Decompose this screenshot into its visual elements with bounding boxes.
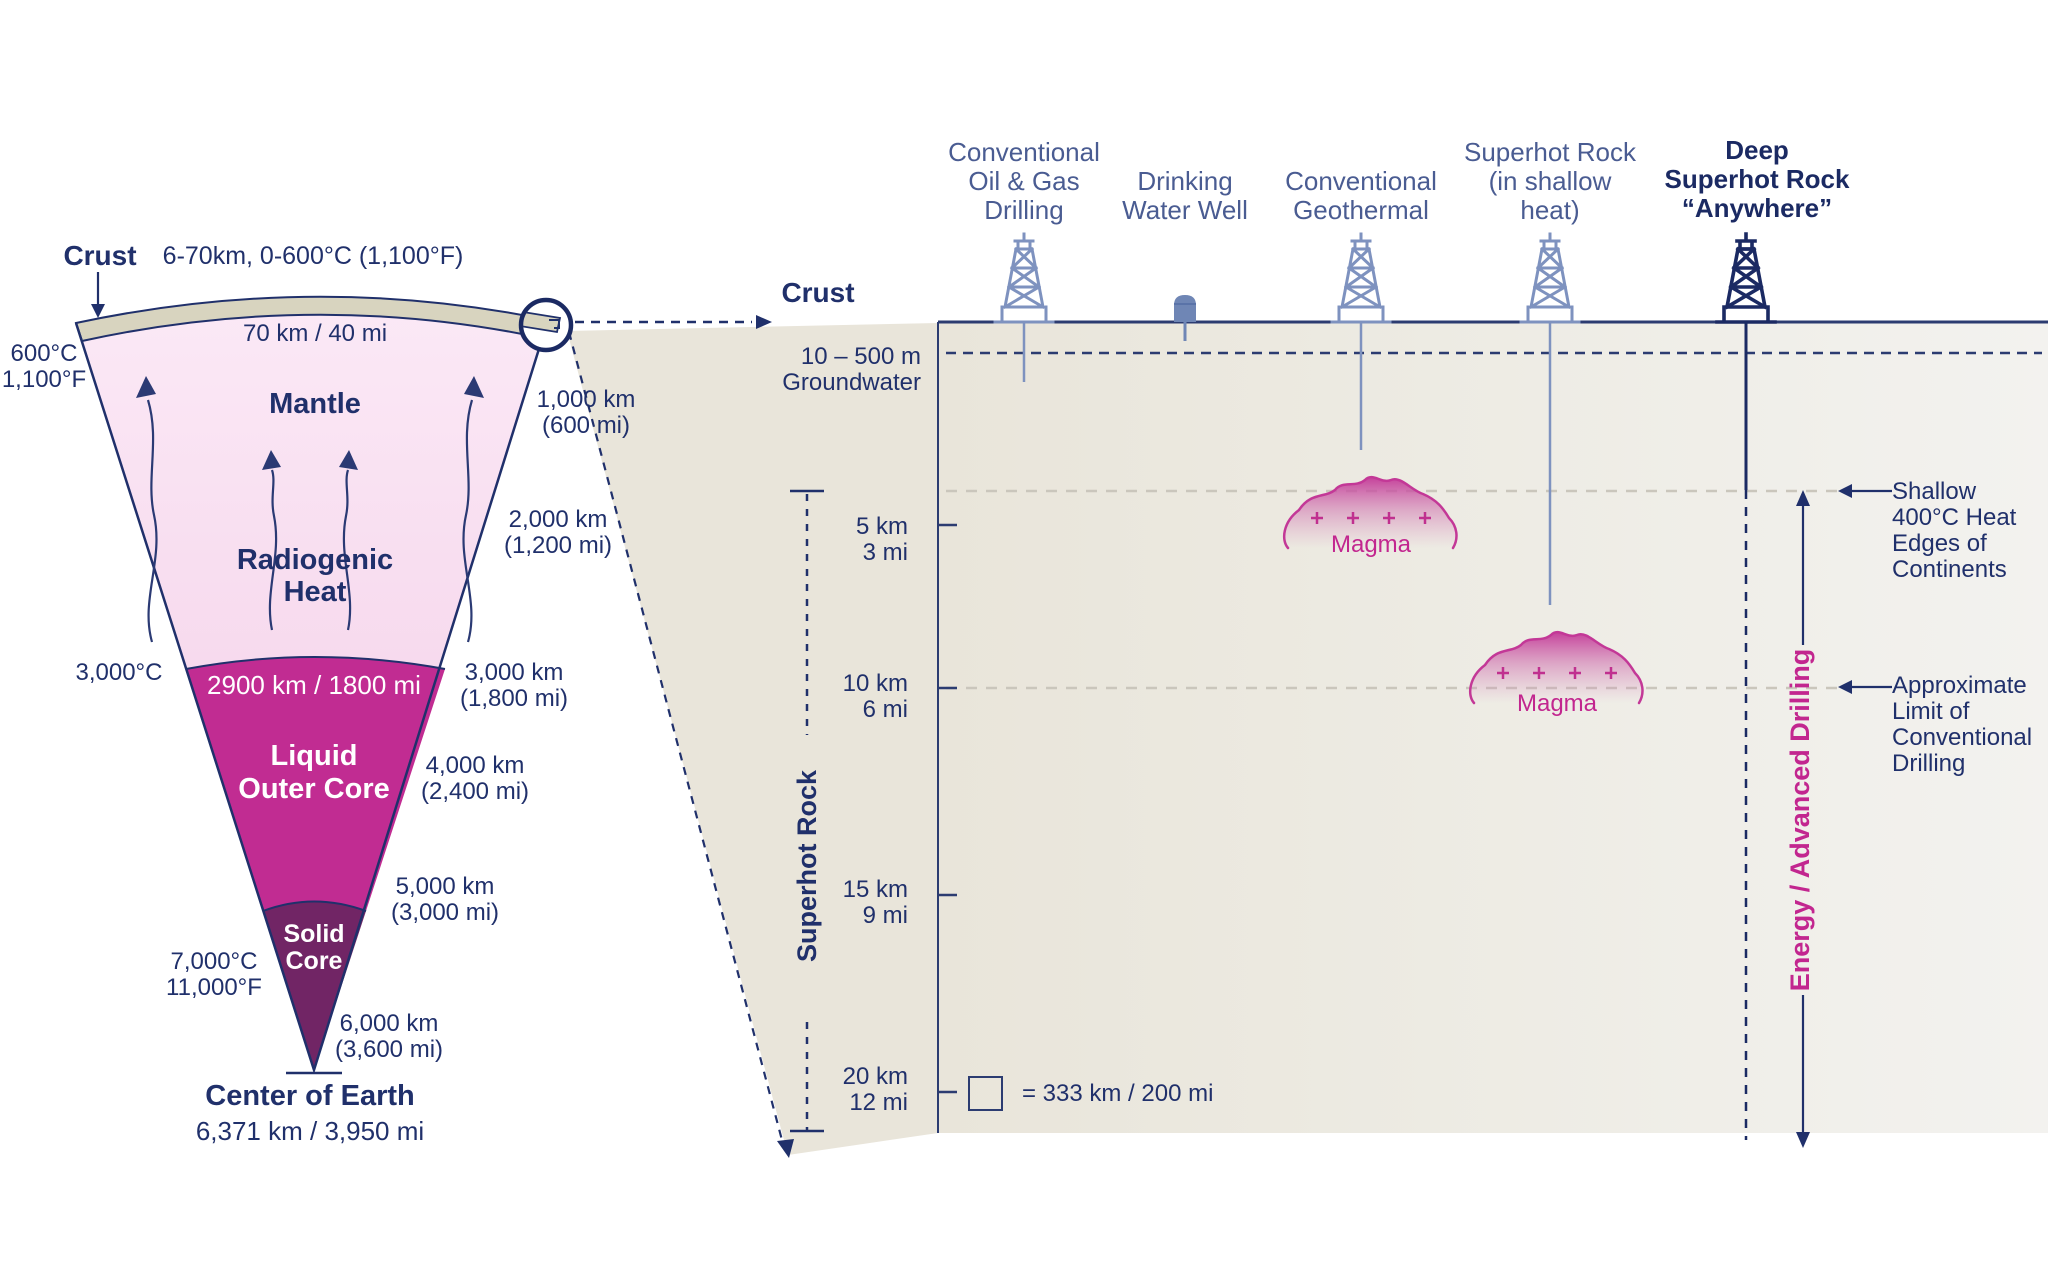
column-header-water-well: Drinking Water Well <box>1122 166 1248 225</box>
temp-600c-label: 600°C 1,100°F <box>1 340 87 393</box>
legend-scale-square <box>968 1076 1003 1111</box>
wedge-depth-6000: 6,000 km (3,600 mi) <box>334 1010 444 1063</box>
temp-3000c-label: 3,000°C <box>75 659 163 686</box>
column-header-geothermal: Conventional Geothermal <box>1285 166 1437 225</box>
zoom-guides <box>567 315 794 1158</box>
superhot-rock-bracket <box>790 489 824 1133</box>
annotation-shallow-heat: Shallow 400°C Heat Edges of Continents <box>1892 478 2017 583</box>
column-header-superhot-shallow: Superhot Rock (in shallow heat) <box>1464 137 1636 225</box>
radiogenic-heat-label: Radiogenic Heat <box>236 544 394 608</box>
annotation-arrows <box>1838 484 1892 694</box>
magma-label-deep: Magma <box>1516 690 1598 717</box>
mantle-boundary-label: 2900 km / 1800 mi <box>207 670 421 700</box>
depth-label-5km: 5 km 3 mi <box>855 513 908 566</box>
water-well-icon <box>1174 295 1196 322</box>
panel-crust-label: Crust <box>781 277 855 308</box>
wedge-depth-5000: 5,000 km (3,000 mi) <box>390 873 500 926</box>
annotation-drilling-limit: Approximate Limit of Conventional Drilli… <box>1892 672 2033 777</box>
wedge-depth-4000: 4,000 km (2,400 mi) <box>420 752 530 805</box>
depth-label-10km: 10 km 6 mi <box>842 670 908 723</box>
wedge-depth-3000: 3,000 km (1,800 mi) <box>459 659 569 712</box>
wedge-depth-1000: 1,000 km (600 mi) <box>536 386 636 439</box>
depth-label-15km: 15 km 9 mi <box>842 876 908 929</box>
zoom-circle-icon <box>518 297 574 353</box>
magma-label-shallow: Magma <box>1330 531 1412 558</box>
column-header-oil-gas: Conventional Oil & Gas Drilling <box>948 137 1100 225</box>
groundwater-label: 10 – 500 m Groundwater <box>782 343 921 396</box>
depth-label-20km: 20 km 12 mi <box>842 1063 908 1116</box>
liquid-outer-core-label: Liquid Outer Core <box>238 740 390 805</box>
temp-7000c-label: 7,000°C 11,000°F <box>166 948 262 1001</box>
energy-advanced-drilling-label: Energy / Advanced Drilling <box>1785 648 1815 992</box>
wedge-crust-annotation: 6-70km, 0-600°C (1,100°F) <box>162 242 464 270</box>
wedge-crust-label: Crust <box>63 240 137 271</box>
earth-radius-label: 6,371 km / 3,950 mi <box>195 1116 425 1146</box>
crust-pointer-arrow <box>91 272 105 318</box>
radiogenic-heat-arrows <box>136 376 484 643</box>
solid-core-label: Solid Core <box>283 920 345 975</box>
center-of-earth-label: Center of Earth <box>205 1080 415 1112</box>
superhot-derrick-icon <box>1519 232 1581 324</box>
ground-cross-section <box>567 320 2048 1155</box>
legend-scale-label: = 333 km / 200 mi <box>1022 1080 1214 1107</box>
oil-gas-derrick-icon <box>993 232 1055 324</box>
column-header-deep-superhot: Deep Superhot Rock “Anywhere” <box>1664 135 1850 223</box>
wedge-depth-2000: 2,000 km (1,200 mi) <box>503 506 613 559</box>
wedge-crust-thickness: 70 km / 40 mi <box>242 320 388 347</box>
earth-wedge <box>74 295 550 1075</box>
superhot-rock-axis-label: Superhot Rock <box>792 769 822 963</box>
geothermal-derrick-icon <box>1330 232 1392 324</box>
mantle-label: Mantle <box>269 388 361 420</box>
well-bores <box>1022 322 1748 1140</box>
depth-axis-ticks <box>938 523 957 1094</box>
deep-superhot-derrick-icon <box>1715 232 1777 324</box>
energy-range-arrow <box>1796 490 1810 1148</box>
